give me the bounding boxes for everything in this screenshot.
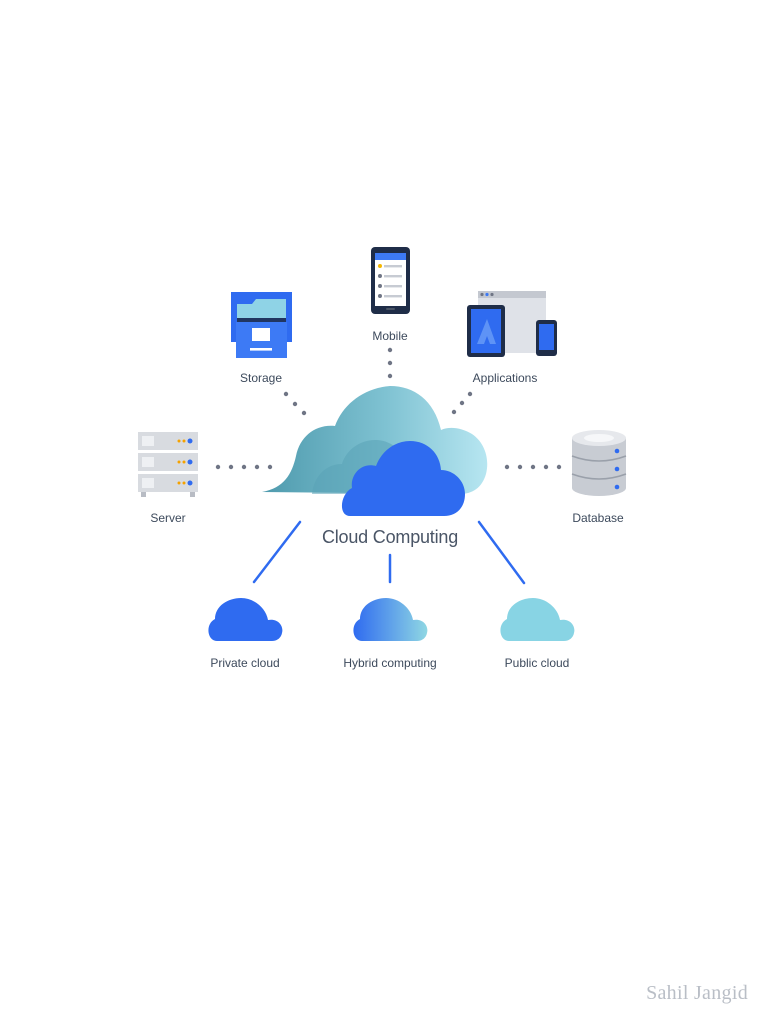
hybrid-computing-label: Hybrid computing bbox=[343, 656, 437, 670]
mobile-label: Mobile bbox=[372, 329, 408, 343]
private-cloud-icon bbox=[208, 598, 283, 641]
hybrid-cloud-icon bbox=[353, 598, 428, 641]
solid-connectors bbox=[252, 520, 526, 585]
watermark-text: Sahil Jangid bbox=[646, 982, 748, 1004]
storage-cabinet-icon bbox=[231, 292, 292, 358]
mobile-phone-icon bbox=[371, 247, 410, 314]
public-cloud-icon bbox=[500, 598, 575, 641]
applications-label: Applications bbox=[472, 371, 538, 385]
private-cloud-label: Private cloud bbox=[210, 656, 280, 670]
server-label: Server bbox=[150, 511, 186, 525]
central-cloud-icon bbox=[262, 386, 488, 516]
cloud-computing-title: Cloud Computing bbox=[321, 527, 459, 547]
public-cloud-label: Public cloud bbox=[504, 656, 570, 670]
database-label: Database bbox=[572, 511, 624, 525]
storage-label: Storage bbox=[239, 371, 283, 385]
server-rack-icon bbox=[138, 432, 198, 497]
database-cylinder-icon bbox=[571, 430, 627, 496]
dotted-connectors bbox=[215, 347, 562, 470]
applications-devices-icon bbox=[467, 291, 557, 357]
